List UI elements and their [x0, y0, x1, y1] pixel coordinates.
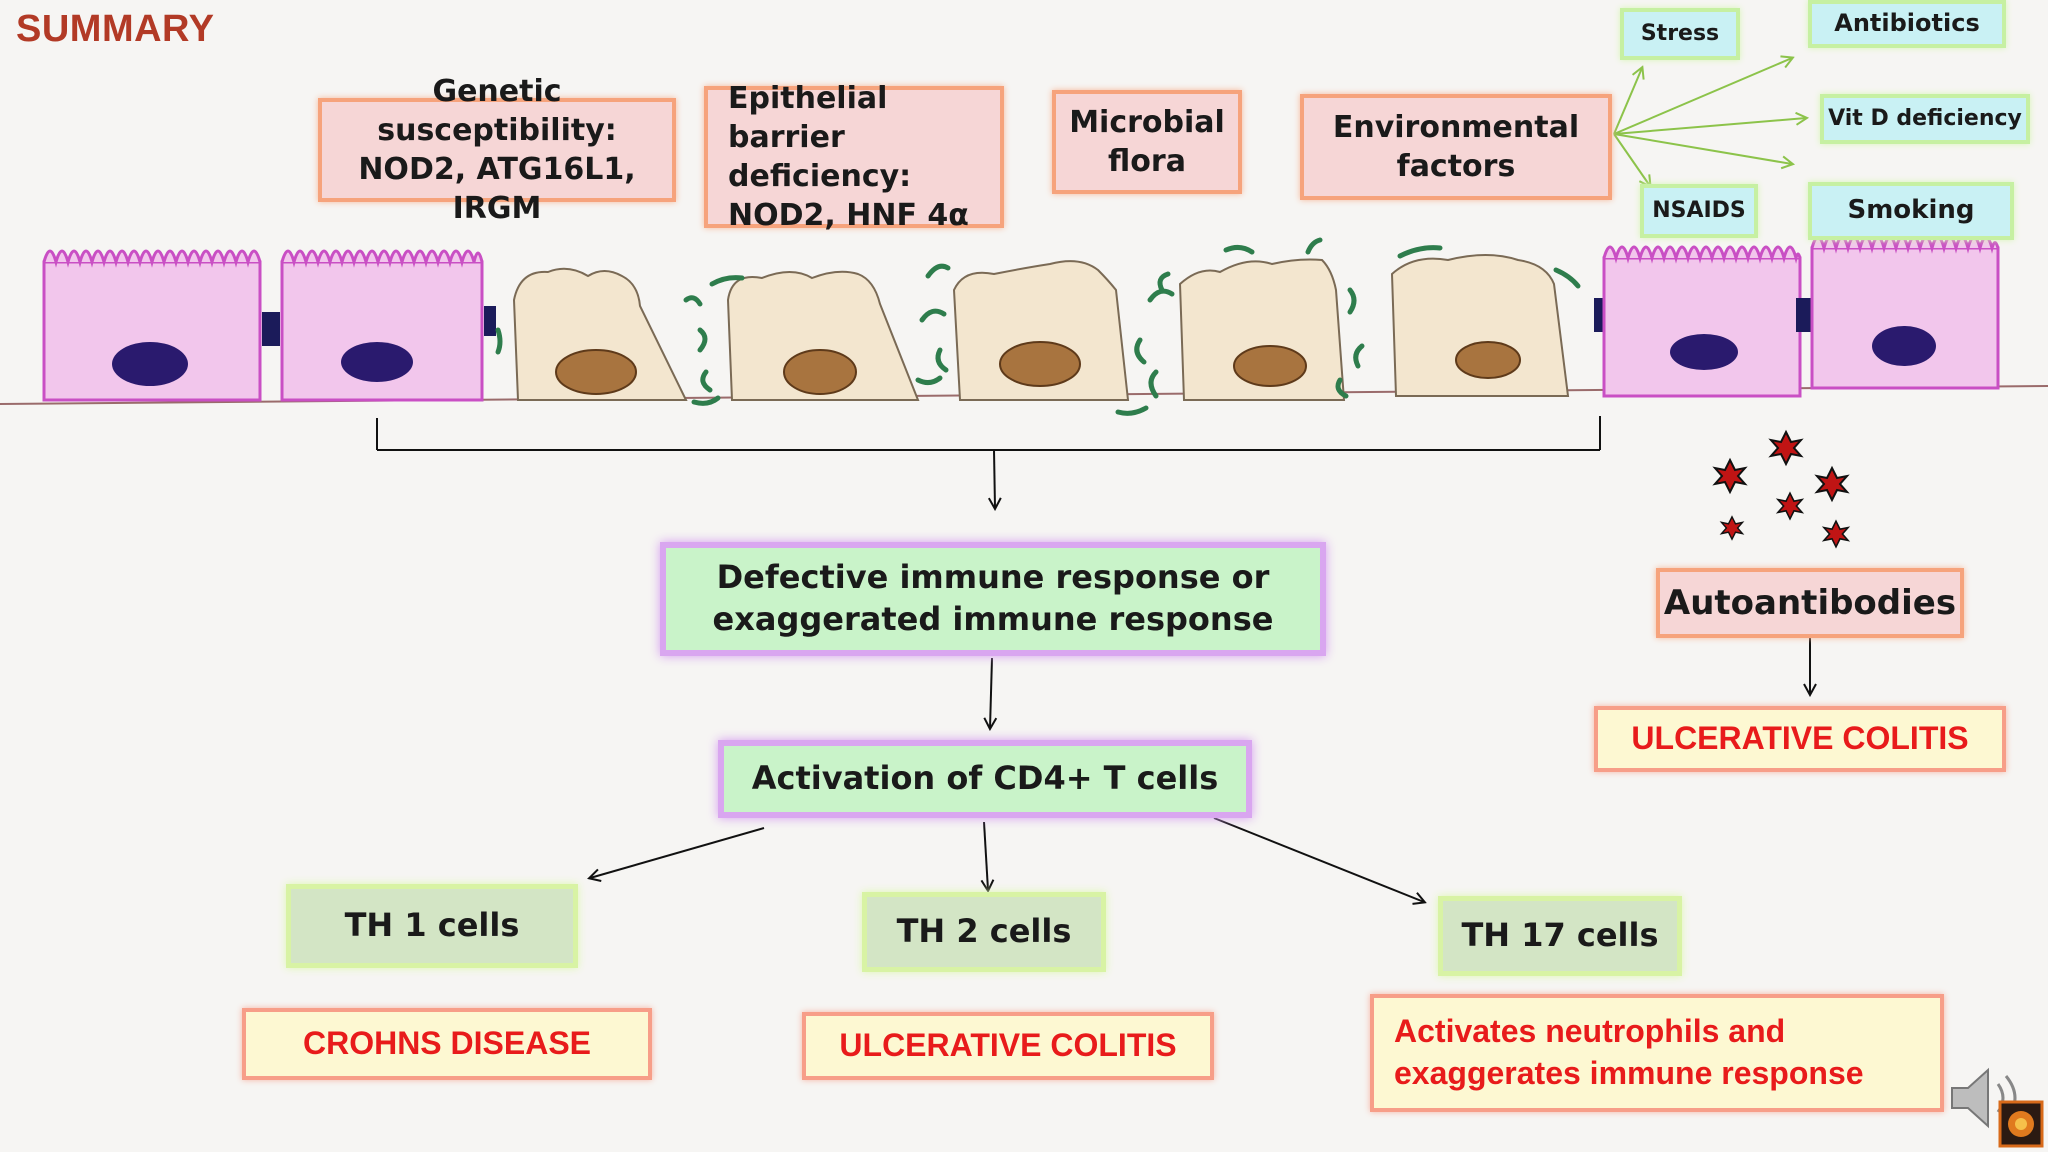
stress-box: Stress: [1620, 8, 1740, 60]
autoantibody-stars: [1712, 429, 1851, 549]
tight-junction: [1796, 298, 1812, 332]
autoantibodies-box: Autoantibodies: [1656, 568, 1964, 638]
crohns-disease-text: CROHNS DISEASE: [302, 1025, 592, 1062]
stress-text: Stress: [1640, 20, 1720, 46]
damaged-cell: [726, 270, 920, 401]
autoantibodies-text: Autoantibodies: [1663, 582, 1957, 623]
vit-d-deficiency-box: Vit D deficiency: [1820, 94, 2030, 144]
antibiotics-box: Antibiotics: [1808, 0, 2006, 48]
th1-cells-box: TH 1 cells: [286, 884, 578, 968]
nsaids-text: NSAIDS: [1652, 197, 1746, 223]
th17-cells-text: TH 17 cells: [1461, 916, 1659, 955]
damaged-cell: [1178, 258, 1346, 401]
healthy-cell: [280, 249, 484, 402]
vit-d-deficiency-text: Vit D deficiency: [1828, 105, 2022, 131]
th1-cells-text: TH 1 cells: [344, 906, 520, 945]
crohns-disease-box: CROHNS DISEASE: [242, 1008, 652, 1080]
environment-arrows: [1613, 58, 1806, 186]
cd4-activation-text: Activation of CD4+ T cells: [751, 759, 1219, 798]
environmental-factors-text: Environmental factors: [1332, 110, 1580, 184]
antibiotics-text: Antibiotics: [1834, 9, 1980, 38]
ulcerative-colitis-th2-text: ULCERATIVE COLITIS: [839, 1027, 1177, 1064]
healthy-cell: [42, 249, 262, 402]
environmental-factors-box: Environmental factors: [1300, 94, 1612, 200]
healthy-cell: [1810, 235, 2000, 390]
epithelial-barrier-box: Epithelial barrier deficiency: NOD2, HNF…: [704, 81, 1004, 233]
smoking-text: Smoking: [1847, 195, 1975, 226]
ulcerative-colitis-th2-box: ULCERATIVE COLITIS: [802, 1012, 1214, 1080]
genetic-susceptibility-text: Genetic susceptibility: NOD2, ATG16L1, I…: [358, 74, 636, 226]
th2-cells-box: TH 2 cells: [862, 892, 1106, 972]
tight-junction: [262, 312, 280, 346]
immune-response-box: Defective immune response or exaggerated…: [660, 542, 1326, 656]
bacteria: [495, 237, 1581, 416]
genetic-susceptibility-box: Genetic susceptibility: NOD2, ATG16L1, I…: [318, 74, 676, 226]
damaged-cell: [952, 260, 1130, 401]
neutrophils-box: Activates neutrophils and exaggerates im…: [1370, 994, 1944, 1112]
microbial-flora-box: Microbial flora: [1052, 90, 1242, 194]
ulcerative-colitis-auto-text: ULCERATIVE COLITIS: [1631, 720, 1969, 757]
nsaids-box: NSAIDS: [1640, 184, 1758, 238]
smoking-box: Smoking: [1808, 182, 2014, 240]
flow-arrows: [590, 449, 1810, 902]
th17-cells-box: TH 17 cells: [1438, 896, 1682, 976]
epithelial-barrier-text: Epithelial barrier deficiency: NOD2, HNF…: [728, 81, 969, 233]
th2-cells-text: TH 2 cells: [896, 912, 1072, 951]
healthy-cell: [1602, 245, 1802, 398]
speaker-icon[interactable]: [1944, 1048, 2044, 1148]
bracket: [376, 416, 1601, 451]
microbial-flora-text: Microbial flora: [1069, 105, 1225, 179]
immune-response-text: Defective immune response or exaggerated…: [712, 558, 1274, 638]
tight-junction: [484, 306, 496, 336]
page-title: SUMMARY: [16, 8, 215, 50]
neutrophils-text: Activates neutrophils and exaggerates im…: [1394, 1013, 1864, 1091]
damaged-cell: [1390, 254, 1570, 397]
cd4-activation-box: Activation of CD4+ T cells: [718, 740, 1252, 818]
ulcerative-colitis-auto-box: ULCERATIVE COLITIS: [1594, 706, 2006, 772]
damaged-cell: [512, 267, 688, 401]
